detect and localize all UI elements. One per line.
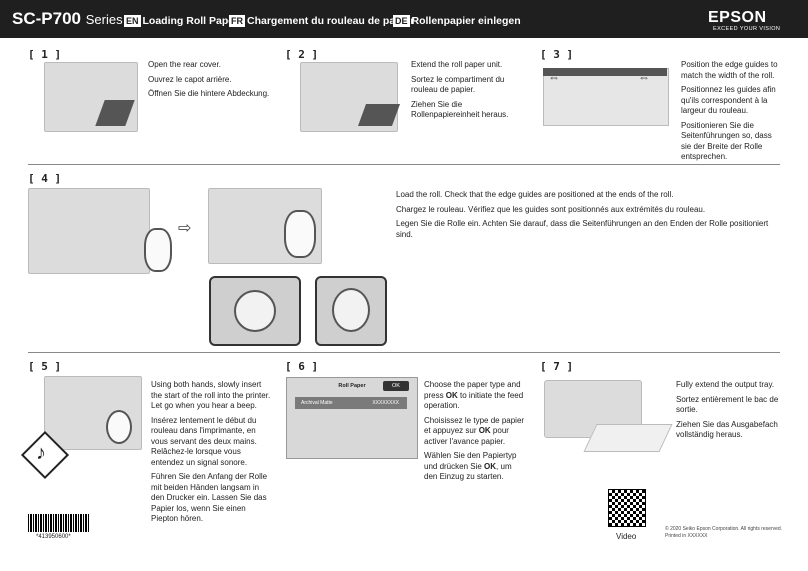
step-6-en-c: to initiate the feed operation. — [424, 390, 524, 411]
step-6-fr-a: Choisissez le type de papier et appuyez … — [424, 415, 525, 436]
step-4-fr: Chargez le rouleau. Vérifiez que les gui… — [396, 204, 706, 214]
screen-title: Roll Paper — [338, 383, 366, 389]
step-7-label: [ 7 ] — [540, 360, 574, 373]
printer-rear-cover-illustration — [44, 62, 138, 132]
step-1-text: Open the rear cover. Ouvrez le capot arr… — [148, 60, 278, 104]
detail-left-roll-end — [234, 290, 276, 332]
step-5-label: [ 5 ] — [28, 360, 62, 373]
edge-guide-rail-illustration — [543, 68, 667, 76]
step-1-en: Open the rear cover. — [148, 60, 221, 69]
step-6-de-a: Wählen Sie den Papiertyp und drücken Sie — [424, 451, 517, 471]
barcode-image — [28, 514, 90, 532]
step-7-de: Ziehen Sie das Ausgabefach vollständig h… — [676, 419, 778, 440]
qr-code-icon[interactable] — [608, 489, 646, 527]
model-title: SC-P700 Series — [12, 9, 123, 29]
output-tray-illustration — [583, 424, 673, 452]
insert-roll-illustration — [106, 410, 132, 444]
step-6-en-a: Choose the paper type and press — [424, 380, 521, 400]
step-6-de-c: , um den Einzug zu starten. — [424, 461, 512, 482]
paper-type-value: XXXXXXXX — [372, 400, 399, 406]
step-4-label: [ 4 ] — [28, 172, 62, 185]
divider-1 — [28, 164, 780, 165]
loaded-roll-illustration — [284, 210, 316, 258]
paper-type-row[interactable]: Archival Matte XXXXXXXX — [295, 397, 407, 409]
step-3-en: Position the edge guides to match the wi… — [681, 60, 778, 80]
music-note-icon: ♪ — [36, 442, 46, 464]
step-3-fr: Positionnez les guides afin qu'ils corre… — [681, 85, 776, 115]
copyright-text: © 2020 Seiko Epson Corporation. All righ… — [665, 526, 783, 532]
step-6-en: Choose the paper type and press OK to in… — [424, 380, 526, 412]
step-6-label: [ 6 ] — [285, 360, 319, 373]
detail-right-illustration — [315, 276, 387, 346]
step-6-en-ok: OK — [445, 390, 458, 400]
lang-badge-fr: FR — [229, 15, 245, 27]
title-de: Rollenpapier einlegen — [411, 15, 521, 27]
step-2-label: [ 2 ] — [285, 48, 319, 61]
step-2-fr: Sortez le compartiment du rouleau de pap… — [411, 74, 505, 95]
epson-logo: EPSON — [708, 9, 767, 26]
step-5-fr: Insérez lentement le début du rouleau da… — [151, 415, 257, 467]
model-name: SC-P700 — [12, 9, 81, 28]
model-series: Series — [85, 12, 123, 27]
printer-load-roll-illustration — [28, 188, 150, 274]
lang-badge-de: DE — [393, 15, 410, 27]
step-6-fr-c: pour activer l'avance papier. — [424, 426, 509, 446]
step-1-de: Öffnen Sie die hintere Abdeckung. — [148, 89, 270, 98]
control-panel-screen: Roll Paper OK Archival Matte XXXXXXXX — [286, 377, 418, 459]
step-1-label: [ 1 ] — [28, 48, 62, 61]
video-link[interactable]: Video — [616, 532, 637, 541]
step-4-en: Load the roll. Check that the edge guide… — [396, 190, 674, 199]
step-7-text: Fully extend the output tray. Sortez ent… — [676, 380, 781, 445]
step-3-text: Position the edge guides to match the wi… — [681, 60, 781, 167]
left-arrows-icon: ⇔ — [548, 70, 560, 84]
screen-ok-button[interactable]: OK — [383, 381, 409, 391]
step-6-text: Choose the paper type and press OK to in… — [424, 380, 526, 487]
step-6-de: Wählen Sie den Papiertyp und drücken Sie… — [424, 451, 526, 483]
step-6-fr-ok: OK — [478, 426, 491, 435]
right-arrows-icon: ⇔ — [638, 70, 650, 84]
detail-right-roll-end — [332, 288, 370, 332]
step-2-en: Extend the roll paper unit. — [411, 60, 503, 69]
step-1-fr: Ouvrez le capot arrière. — [148, 74, 232, 84]
divider-2 — [28, 352, 780, 353]
printed-in-text: Printed in XXXXXX — [665, 533, 708, 539]
paper-type-name: Archival Matte — [301, 400, 333, 406]
step-2-de: Ziehen Sie die Rollenpapiereinheit herau… — [411, 99, 509, 120]
barcode-number: *413950600* — [36, 534, 71, 540]
step-7-en: Fully extend the output tray. — [676, 380, 775, 389]
step-2-text: Extend the roll paper unit. Sortez le co… — [411, 60, 516, 125]
step-3-label: [ 3 ] — [540, 48, 574, 61]
right-arrow-icon: ⇨ — [178, 220, 192, 237]
step-6-fr: Choisissez le type de papier et appuyez … — [424, 416, 526, 448]
edge-guides-illustration — [543, 68, 669, 126]
step-5-text: Using both hands, slowly insert the star… — [151, 380, 271, 529]
title-fr: Chargement du rouleau de papier — [247, 15, 415, 27]
step-5-en: Using both hands, slowly insert the star… — [151, 380, 271, 410]
brand-tagline: EXCEED YOUR VISION — [713, 26, 781, 32]
step-7-fr: Sortez entièrement le bac de sortie. — [676, 394, 779, 415]
step-3-de: Positionieren Sie die Seitenführungen so… — [681, 120, 772, 162]
step-4-text: Load the roll. Check that the edge guide… — [396, 190, 786, 244]
step-6-de-ok: OK — [484, 461, 497, 471]
paper-roll-illustration — [144, 228, 172, 272]
lang-badge-en: EN — [124, 15, 141, 27]
step-5-de: Führen Sie den Anfang der Rolle mit beid… — [151, 472, 268, 523]
copyright-block: © 2020 Seiko Epson Corporation. All righ… — [665, 526, 782, 540]
step-4-de: Legen Sie die Rolle ein. Achten Sie dara… — [396, 219, 769, 239]
title-en: Loading Roll Paper — [142, 15, 239, 27]
